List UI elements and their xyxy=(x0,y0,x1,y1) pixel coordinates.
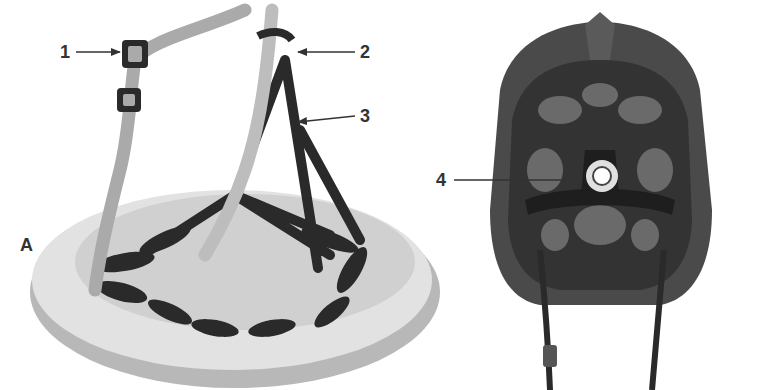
vent xyxy=(541,219,569,251)
retention-cradle xyxy=(580,150,620,205)
strap-divider xyxy=(117,88,141,112)
helmet-ridge xyxy=(585,12,615,60)
pad xyxy=(310,292,354,333)
helmet-top-view xyxy=(30,10,440,388)
vent xyxy=(637,148,673,192)
strap-keeper xyxy=(258,32,292,40)
adjustment-dial xyxy=(593,167,611,185)
vent xyxy=(618,96,662,124)
pad xyxy=(247,316,297,340)
callout-number: 2 xyxy=(360,43,370,61)
pad xyxy=(95,277,150,308)
strap-divider xyxy=(123,94,135,106)
vent xyxy=(582,83,618,107)
buckle xyxy=(128,46,142,62)
vent xyxy=(574,205,626,245)
leader-arrow xyxy=(454,179,582,181)
chin-strap xyxy=(540,250,550,390)
pad xyxy=(145,295,195,330)
leader-arrow xyxy=(298,51,355,53)
retention-strap xyxy=(150,60,360,268)
callout-number: 1 xyxy=(60,43,70,61)
leader-arrow xyxy=(298,116,355,122)
buckle xyxy=(543,345,557,367)
buckle xyxy=(122,40,148,68)
callout-number: 4 xyxy=(436,171,446,189)
helmet-rear-view xyxy=(490,12,712,390)
chin-strap xyxy=(652,250,664,390)
adjustment-dial xyxy=(586,160,618,192)
vent xyxy=(527,148,563,192)
pad xyxy=(190,316,240,340)
helmet-liner xyxy=(75,194,415,330)
leader-arrow xyxy=(76,51,120,53)
view-letter: A xyxy=(20,236,33,254)
chin-strap xyxy=(205,10,272,255)
helmet-shell xyxy=(490,22,712,305)
callout-number: 3 xyxy=(360,107,370,125)
vent xyxy=(538,96,582,124)
vent xyxy=(631,219,659,251)
